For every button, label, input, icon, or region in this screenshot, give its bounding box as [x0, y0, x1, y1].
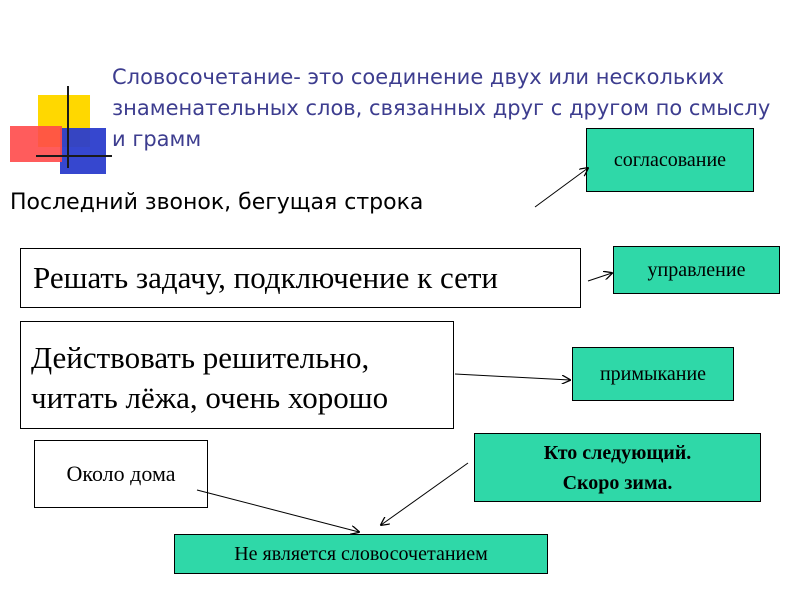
decor-horizontal-line — [36, 155, 112, 157]
arrow-to-government — [587, 273, 612, 282]
label-agreement-text: согласование — [613, 148, 727, 171]
label-adjoining: примыкание — [572, 347, 734, 401]
label-adjoining-text: примыкание — [599, 362, 707, 385]
label-agreement: согласование — [586, 128, 754, 192]
not-phrase-example-line1: Кто следующий. — [543, 441, 692, 464]
government-examples-box: Решать задачу, подключение к сети — [20, 248, 581, 308]
label-not-phrase: Не является словосочетанием — [174, 534, 548, 574]
adjoining-examples-line1: Действовать решительно, — [31, 340, 370, 375]
arrow-from-preposition — [196, 489, 359, 532]
preposition-example-box: Около дома — [34, 440, 208, 508]
decor-vertical-line — [67, 86, 69, 168]
label-government: управление — [613, 246, 780, 294]
label-not-phrase-text: Не является словосочетанием — [234, 542, 488, 565]
not-phrase-examples-box: Кто следующий. Скоро зима. — [474, 433, 761, 502]
preposition-example-text: Около дома — [66, 461, 176, 486]
agreement-examples: Последний звонок, бегущая строка — [10, 190, 424, 215]
arrow-to-adjoining — [454, 373, 570, 380]
label-government-text: управление — [647, 258, 746, 281]
government-examples-text: Решать задачу, подключение к сети — [33, 260, 498, 295]
not-phrase-example-line2: Скоро зима. — [562, 471, 673, 494]
definition-title: Словосочетание- это соединение двух или … — [112, 65, 771, 151]
adjoining-examples-line2: читать лёжа, очень хорошо — [31, 380, 389, 415]
arrow-from-not-phrase-examples — [381, 462, 469, 525]
adjoining-examples-box: Действовать решительно, читать лёжа, оче… — [20, 321, 454, 429]
arrow-to-agreement — [534, 168, 588, 208]
